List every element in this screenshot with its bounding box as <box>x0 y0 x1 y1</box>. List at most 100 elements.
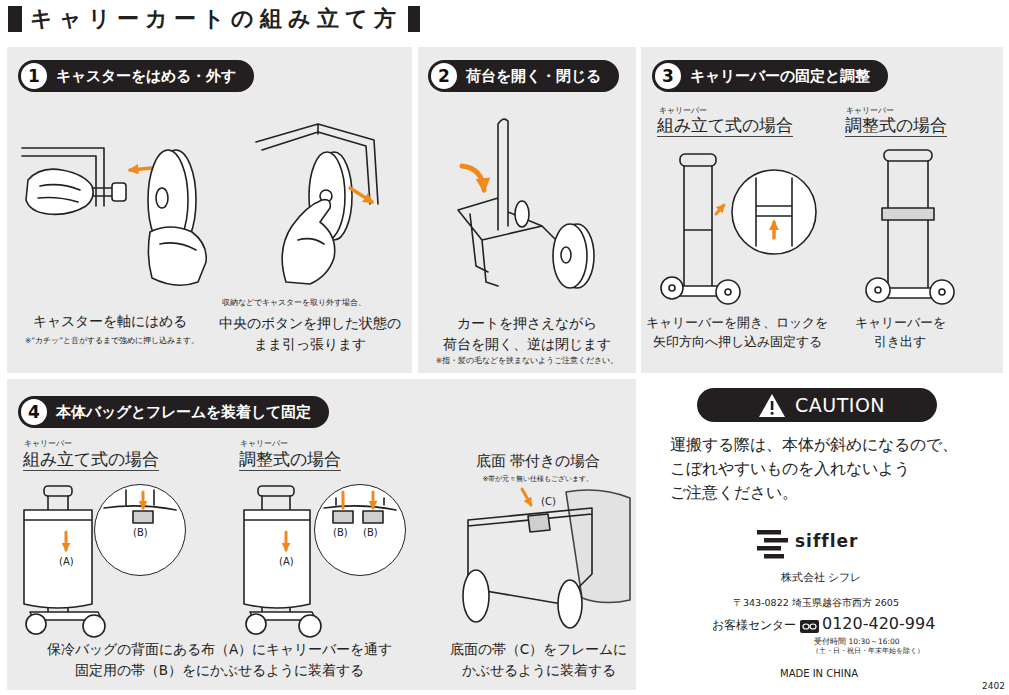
wheel-hub <box>669 285 675 291</box>
wheel <box>558 580 582 628</box>
page-title-holder: キャリーカートの組み立て方 <box>30 5 402 33</box>
part-label: (C) <box>541 496 556 508</box>
step3-folding <box>661 154 816 304</box>
step-heading-pill: 荷台を開く・閉じる 2 <box>428 60 619 92</box>
wheel <box>560 224 594 288</box>
part-label-holder: (B) <box>133 527 148 539</box>
caption-text: カートを押さえながら 荷台を開く、逆は閉じます <box>438 313 616 355</box>
ruby-reading-holder: キャリーバー <box>24 439 72 449</box>
step-heading: キャスターをはめる・外す <box>56 60 236 92</box>
step-heading-holder: キャスターをはめる・外す <box>56 60 236 92</box>
strap-arrow <box>142 492 145 508</box>
sub-heading: 底面 帯付きの場合 <box>438 452 638 470</box>
phone-number: 0120-420-994 <box>822 614 935 633</box>
wheel <box>246 614 266 634</box>
caption-text-holder: キャスターを軸にはめる <box>12 313 207 329</box>
hours-holder: 受付時間 10:30～16:00 <box>814 637 900 646</box>
title-square <box>408 6 420 32</box>
step-number-holder: 1 <box>21 63 47 89</box>
push-arrow <box>130 168 152 170</box>
logo-bar <box>764 538 788 543</box>
caption-text: 保冷バッグの背面にある布（A）にキャリーバーを通す 固定用の帯（B）をにかぶせる… <box>37 639 402 681</box>
hand <box>148 227 206 285</box>
address-holder: 〒343-0822 埼玉県越谷市西方 2605 <box>733 597 899 608</box>
step4-telescopic <box>244 486 396 637</box>
step-heading-holder: 荷台を開く・閉じる <box>466 60 601 92</box>
freedial-mark <box>810 624 816 629</box>
wheel-hub <box>725 289 731 295</box>
hours-note-holder: （土・日・祝日・年末年始を除く） <box>812 647 924 655</box>
axle-cap <box>112 183 126 201</box>
part-label: (B) <box>133 527 148 539</box>
brand-name: siffler <box>795 531 858 551</box>
bag-detail <box>104 490 176 510</box>
carry-bar <box>684 166 712 286</box>
bag <box>566 490 630 603</box>
note-text-holder: 収納などでキャスターを取り外す場合、 <box>222 298 366 307</box>
cart-base <box>872 288 950 298</box>
step3-telescopic <box>866 150 954 304</box>
carry-bar <box>262 496 290 612</box>
step-number-holder: 3 <box>655 63 681 89</box>
part-label-holder: (B) <box>363 527 378 539</box>
step-heading: 荷台を開く・閉じる <box>466 60 601 92</box>
company-name: 株式会社 シフレ <box>781 571 862 584</box>
wheel <box>463 570 489 622</box>
wheel <box>515 201 529 227</box>
lock-arrow <box>772 222 776 238</box>
cooler-bag <box>24 510 92 608</box>
caption-text: キャスターを軸にはめる <box>12 313 207 329</box>
wheel <box>26 614 46 634</box>
step4-folding <box>24 486 176 637</box>
step-heading-holder: 本体バッグとフレームを装着して固定 <box>56 396 311 428</box>
part-label: (A) <box>279 556 294 568</box>
step-heading: 本体バッグとフレームを装着して固定 <box>56 396 311 428</box>
strap <box>133 511 153 523</box>
bag-detail <box>324 498 396 510</box>
step-panel: キャリーバー組み立て式の場合キャリーバー調整式の場合底面 帯付きの場合※帯が元々… <box>7 379 636 690</box>
caption-text-holder: 底面の帯（C）をフレームに かぶせるように装着する <box>441 639 636 681</box>
ruby-reading: キャリーバー <box>24 439 72 449</box>
support-label: お客様センター <box>712 618 796 632</box>
warning-mark <box>771 412 774 415</box>
warning-triangle <box>759 394 785 417</box>
step-number: 4 <box>21 399 47 425</box>
carry-bar <box>888 161 928 288</box>
sub-heading-holder: 調整式の場合 <box>239 449 341 471</box>
frame-tube <box>256 124 378 204</box>
freedial-mark <box>803 624 809 629</box>
wheel <box>661 277 683 299</box>
note-text-holder: ※指・髪の毛などを挟まないようご注意ください。 <box>421 356 633 365</box>
part-label: (B) <box>363 527 378 539</box>
print-code-holder: 2402 <box>982 681 1005 692</box>
caption-text: 中央のボタンを押した状態の まま引っ張ります <box>215 313 405 355</box>
cooler-bag <box>244 510 310 608</box>
caution-heading-holder: CAUTION <box>795 388 885 422</box>
note-text: ※“カチッ”と音がするまで強めに押し込みます。 <box>10 336 214 345</box>
part-label-holder: (A) <box>59 556 74 568</box>
handle <box>680 154 716 166</box>
address: 〒343-0822 埼玉県越谷市西方 2605 <box>733 597 899 608</box>
sub-heading-holder: 調整式の場合 <box>845 115 947 137</box>
step-number-circle: 4 <box>21 399 47 425</box>
note-text-holder: ※帯が元々無い仕様もございます。 <box>438 475 638 483</box>
step-number-holder: 2 <box>431 63 457 89</box>
cart-frame <box>458 119 566 286</box>
cart-base <box>250 612 316 620</box>
origin-holder: MADE IN CHINA <box>780 668 858 680</box>
caption-text: 底面の帯（C）をフレームに かぶせるように装着する <box>441 639 636 681</box>
logo-bar <box>757 546 781 551</box>
hand <box>282 200 335 284</box>
pull-arrow <box>350 188 372 202</box>
step1-insert <box>22 148 206 285</box>
step-number-circle: 1 <box>21 63 47 89</box>
frame-tube <box>22 148 104 206</box>
wheel <box>83 615 105 637</box>
insert-arrow <box>65 532 68 550</box>
lock-arrow <box>716 205 724 214</box>
hours-note: （土・日・祝日・年末年始を除く） <box>812 647 924 655</box>
wheel <box>316 152 352 240</box>
wheel-hub <box>156 188 168 208</box>
sub-heading-holder: 組み立て式の場合 <box>23 449 159 471</box>
